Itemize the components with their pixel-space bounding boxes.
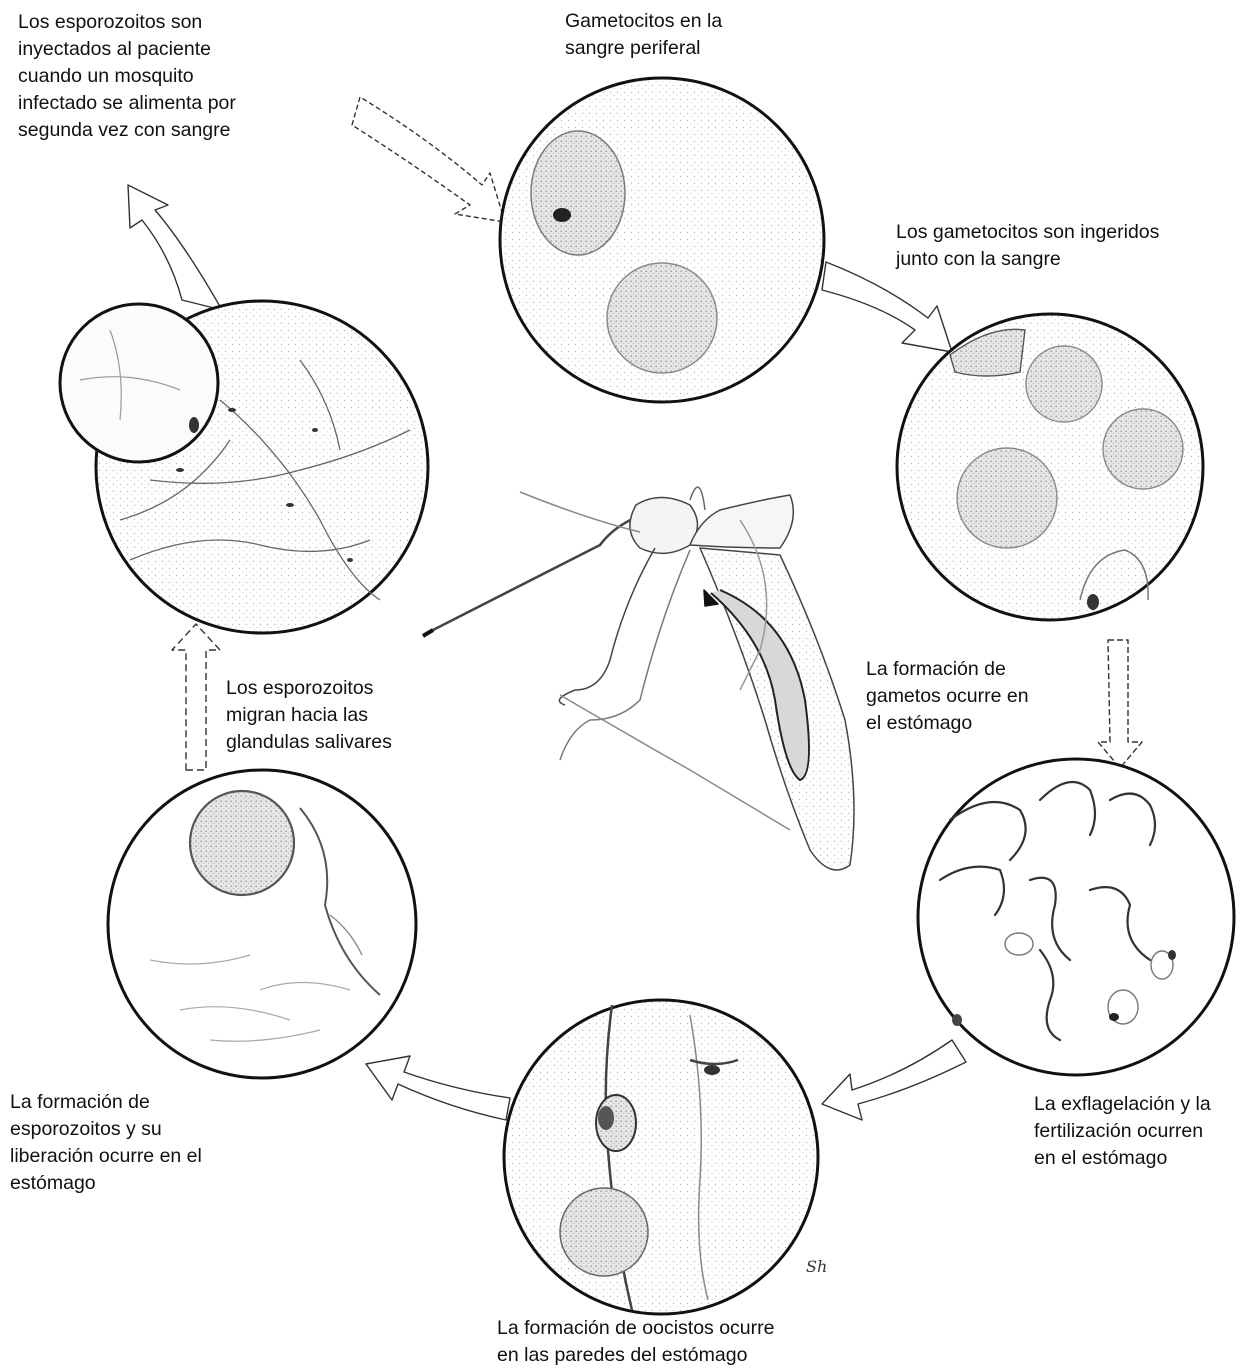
label-line: fertilización ocurren <box>1034 1120 1203 1142</box>
mosquito-illustration <box>423 487 854 870</box>
label-line: segunda vez con sangre <box>18 119 230 141</box>
circle-gametocytes-blood <box>500 78 824 402</box>
circle-gametocytes-ingested <box>897 314 1203 620</box>
artist-signature: Sh <box>806 1257 827 1276</box>
label-sporozoites-injected: Los esporozoitos son inyectados al pacie… <box>18 11 236 141</box>
circle-exflagellation <box>918 759 1234 1075</box>
label-line: en el estómago <box>1034 1147 1167 1169</box>
label-line: inyectados al paciente <box>18 38 211 60</box>
salivary-gland-inset <box>60 304 218 462</box>
arrow-ingestion <box>822 262 952 352</box>
label-exflagellation: La exflagelación y la fertilización ocur… <box>1034 1093 1211 1169</box>
label-line: migran hacia las <box>226 704 368 726</box>
entry-arrow <box>352 97 505 222</box>
label-line: glandulas salivares <box>226 731 392 753</box>
label-line: La formación de oocistos ocurre <box>497 1317 774 1339</box>
label-line: sangre periferal <box>565 37 701 59</box>
label-line: Los esporozoitos son <box>18 11 202 33</box>
label-line: Gametocitos en la <box>565 10 722 32</box>
label-oocyst-formation: La formación de oocistos ocurre en las p… <box>497 1317 774 1366</box>
label-line: Los esporozoitos <box>226 677 374 699</box>
red-blood-cell <box>607 263 717 373</box>
label-line: infectado se alimenta por <box>18 92 236 114</box>
label-line: La formación de <box>866 658 1006 680</box>
arrow-oocyst <box>366 1056 510 1120</box>
label-line: cuando un mosquito <box>18 65 194 87</box>
label-line: Los gametocitos son ingeridos <box>896 221 1160 243</box>
gametocyte-nucleus <box>553 208 571 222</box>
label-sporozoite-formation: La formación de esporozoitos y su libera… <box>10 1091 202 1194</box>
circle-sporozoite-formation <box>108 770 416 1078</box>
arrow-injection <box>128 185 222 310</box>
label-line: estómago <box>10 1172 96 1194</box>
circle-oocyst-formation: Sh <box>504 1000 827 1314</box>
label-gametocytes-blood: Gametocitos en la sangre periferal <box>565 10 722 59</box>
label-gametocytes-ingested: Los gametocitos son ingeridos junto con … <box>895 221 1160 270</box>
label-line: La formación de <box>10 1091 150 1113</box>
label-line: liberación ocurre en el <box>10 1145 202 1167</box>
label-line: el estómago <box>866 712 972 734</box>
label-line: gametos ocurre en <box>866 685 1029 707</box>
label-sporozoite-migration: Los esporozoitos migran hacia las glandu… <box>226 677 392 753</box>
gametocyte-cell <box>531 131 625 255</box>
label-line: La exflagelación y la <box>1034 1093 1211 1115</box>
arrow-gamete-formation <box>1098 640 1142 768</box>
label-gamete-formation: La formación de gametos ocurre en el est… <box>866 658 1029 734</box>
label-line: en las paredes del estómago <box>497 1344 748 1366</box>
label-line: junto con la sangre <box>895 248 1061 270</box>
arrow-exflagellation <box>822 1040 966 1120</box>
arrow-migration <box>172 624 220 770</box>
circle-salivary-glands <box>60 301 428 633</box>
label-line: esporozoitos y su <box>10 1118 162 1140</box>
